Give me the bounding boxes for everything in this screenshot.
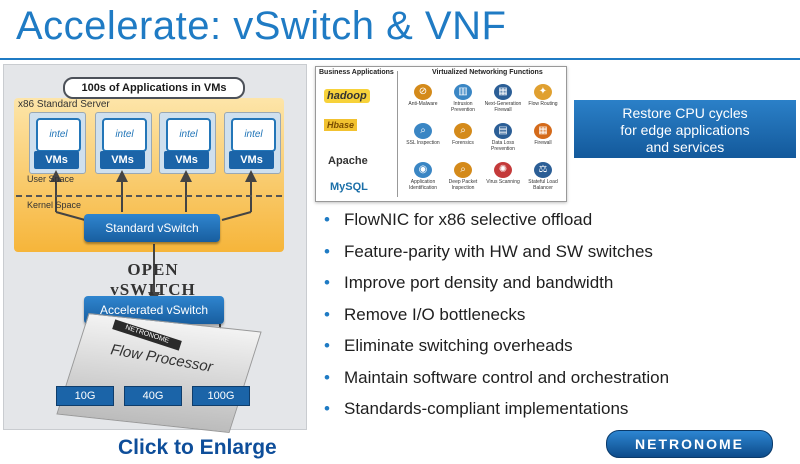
vnf-intrusion-prevention: ▥Intrusion Prevention	[444, 84, 482, 113]
mysql-logo: MySQL	[330, 181, 368, 193]
vnf-item-label: Data Loss Prevention	[491, 140, 515, 152]
virus-icon: ✺	[494, 162, 512, 178]
vnf-forensics: ⌕Forensics	[444, 123, 482, 146]
vnf-item-label: Firewall	[534, 140, 551, 146]
bullet-item: • Improve port density and bandwidth	[320, 273, 669, 305]
bullet-text: Feature-parity with HW and SW switches	[344, 242, 653, 261]
vnf-item-label: Application Identification	[409, 179, 437, 191]
bullet-item: • Eliminate switching overheads	[320, 336, 669, 368]
vnf-item-label: Stateful Load Balancer	[528, 179, 557, 191]
vnf-panel: Business Applications Virtualized Networ…	[315, 66, 567, 202]
vnf-item-label: Virus Scanning	[486, 179, 520, 185]
app-id-icon: ◉	[414, 162, 432, 178]
vnf-item-label: Intrusion Prevention	[451, 101, 475, 113]
bullet-text: Eliminate switching overheads	[344, 336, 573, 355]
firewall-brick-icon: ▦	[534, 123, 552, 139]
standard-vswitch-box: Standard vSwitch	[84, 214, 220, 242]
vnf-flow-routing: ✦Flow Routing	[524, 84, 562, 107]
callout-line: for edge applications	[574, 122, 796, 139]
bullet-item: • Maintain software control and orchestra…	[320, 368, 669, 400]
bullet-item: • Standards-compliant implementations	[320, 399, 669, 431]
bullet-text: Standards-compliant implementations	[344, 399, 628, 418]
vnf-firewall: ▦Firewall	[524, 123, 562, 146]
bullet-text: Maintain software control and orchestrat…	[344, 368, 669, 387]
vnf-deep-packet-inspection: ⌕Deep Packet Inspection	[444, 162, 482, 191]
bullet-item: • Remove I/O bottlenecks	[320, 305, 669, 337]
bullet-item: • Feature-parity with HW and SW switches	[320, 242, 669, 274]
bullet-dot-icon: •	[324, 368, 330, 388]
vnf-item-label: Anti-Malware	[408, 101, 437, 107]
callout-line: Restore CPU cycles	[574, 105, 796, 122]
vnf-virus-scanning: ✺Virus Scanning	[484, 162, 522, 185]
firewall-icon: ▦	[494, 84, 512, 100]
bullet-dot-icon: •	[324, 305, 330, 325]
vnf-application-identification: ◉Application Identification	[404, 162, 442, 191]
bullet-dot-icon: •	[324, 273, 330, 293]
port-10g: 10G	[56, 386, 114, 406]
vnf-item-label: Deep Packet Inspection	[449, 179, 478, 191]
flow-processor-chip	[56, 313, 261, 433]
vnf-item-label: Forensics	[452, 140, 474, 146]
user-kernel-divider	[16, 195, 282, 197]
bullet-text: Improve port density and bandwidth	[344, 273, 613, 292]
intrusion-prevention-icon: ▥	[454, 84, 472, 100]
open-vswitch-label: OPEN vSWITCH	[90, 260, 216, 300]
vnf-item-label: Flow Routing	[528, 101, 557, 107]
vnf-stateful-load-balancer: ⚖Stateful Load Balancer	[524, 162, 562, 191]
ssl-inspection-icon: ⌕	[414, 123, 432, 139]
vnf-next-gen-firewall: ▦Next-Generation Firewall	[484, 84, 522, 113]
load-balancer-icon: ⚖	[534, 162, 552, 178]
hadoop-logo: hadoop	[324, 89, 370, 103]
bullet-dot-icon: •	[324, 399, 330, 419]
panel-divider	[397, 71, 398, 197]
bullet-dot-icon: •	[324, 210, 330, 230]
data-loss-icon: ▤	[494, 123, 512, 139]
bullet-item: • FlowNIC for x86 selective offload	[320, 210, 669, 242]
vnf-data-loss-prevention: ▤Data Loss Prevention	[484, 123, 522, 152]
bullet-text: FlowNIC for x86 selective offload	[344, 210, 592, 229]
netronome-logo: NETRONOME	[606, 430, 773, 458]
hbase-logo: Hbase	[324, 119, 357, 131]
apache-logo: Apache	[328, 155, 368, 167]
bullet-text: Remove I/O bottlenecks	[344, 305, 525, 324]
feature-bullet-list: • FlowNIC for x86 selective offload • Feat…	[320, 210, 669, 431]
cpu-cycles-callout: Restore CPU cycles for edge applications…	[574, 100, 796, 158]
vnf-header: Virtualized Networking Functions	[432, 69, 543, 76]
kernel-space-label: Kernel Space	[27, 200, 81, 210]
dpi-icon: ⌕	[454, 162, 472, 178]
vnf-item-label: SSL Inspection	[406, 140, 439, 146]
user-space-label: User Space	[27, 174, 74, 184]
bullet-dot-icon: •	[324, 242, 330, 262]
port-40g: 40G	[124, 386, 182, 406]
vnf-anti-malware: ⊘Anti-Malware	[404, 84, 442, 107]
vnf-ssl-inspection: ⌕SSL Inspection	[404, 123, 442, 146]
forensics-icon: ⌕	[454, 123, 472, 139]
bullet-dot-icon: •	[324, 336, 330, 356]
flow-routing-icon: ✦	[534, 84, 552, 100]
business-apps-header: Business Applications	[319, 69, 394, 76]
vnf-item-label: Next-Generation Firewall	[485, 101, 522, 113]
anti-malware-icon: ⊘	[414, 84, 432, 100]
callout-line: and services	[574, 139, 796, 156]
click-to-enlarge-link[interactable]: Click to Enlarge	[118, 436, 277, 460]
port-100g: 100G	[192, 386, 250, 406]
